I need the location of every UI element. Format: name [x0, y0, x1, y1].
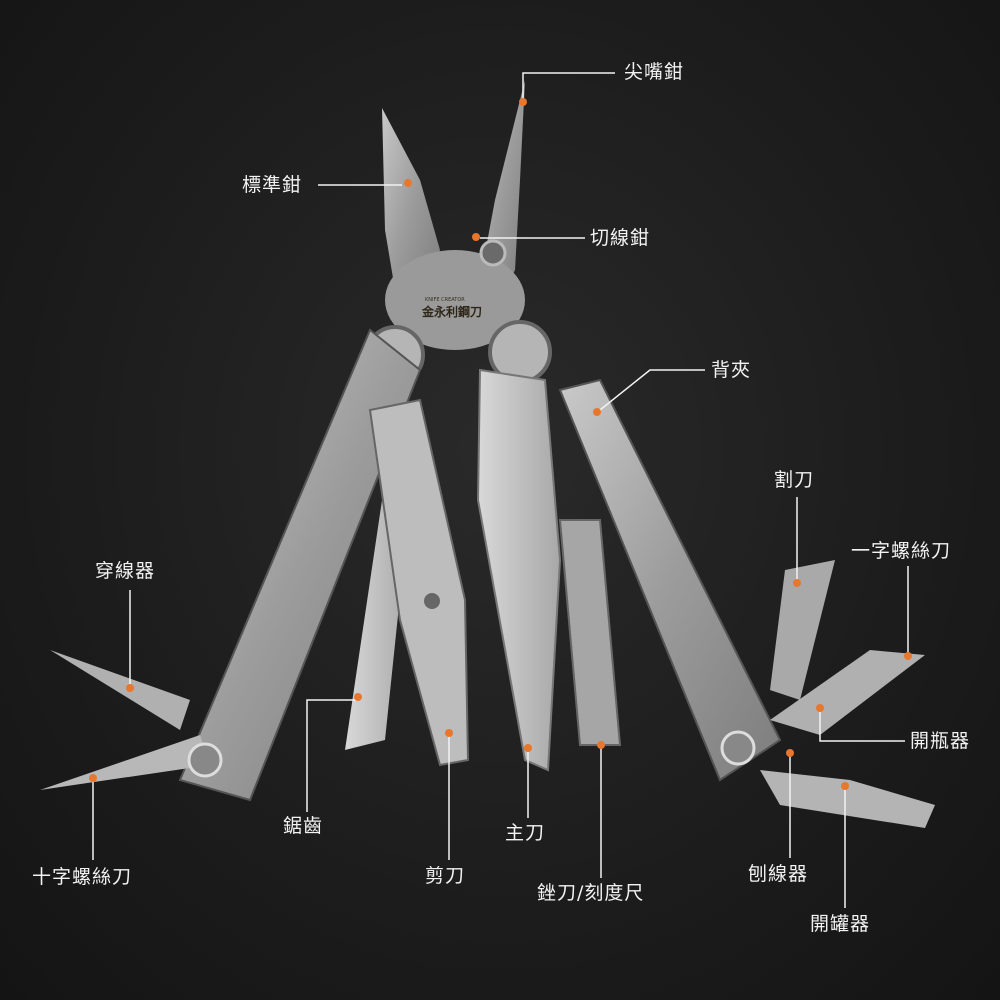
label-needle-nose-pliers: 尖嘴鉗 [624, 61, 685, 83]
label-pocket-clip: 背夾 [711, 359, 752, 381]
pliers-head [385, 250, 525, 350]
phillips-driver [40, 735, 210, 790]
label-standard-pliers: 標準鉗 [242, 174, 303, 196]
file-ruler [558, 519, 622, 746]
standard-pliers-jaw [382, 108, 440, 300]
left-handle-screw [187, 742, 223, 778]
label-scissors: 剪刀 [425, 865, 466, 887]
label-saw: 鋸齒 [283, 815, 324, 837]
can-opener [760, 770, 935, 828]
left-handle [178, 328, 422, 802]
label-wire-cutter: 切線鉗 [590, 227, 651, 249]
logo-brand: 金永利鋼刀 [421, 304, 482, 319]
scissors [368, 398, 470, 767]
right-handle-screw [720, 730, 756, 766]
leader-lines [92, 72, 909, 908]
awl [50, 650, 190, 730]
scissors-screw [424, 593, 440, 609]
label-main-blade: 主刀 [505, 822, 546, 844]
label-file-ruler: 銼刀/刻度尺 [537, 882, 645, 904]
marker-dots [89, 98, 912, 790]
label-can-opener: 開罐器 [810, 913, 871, 935]
flat-screwdriver [770, 650, 925, 735]
label-phillips-screwdriver: 十字螺絲刀 [32, 866, 133, 888]
label-awl: 穿線器 [95, 560, 156, 582]
label-hook-cutter: 割刀 [774, 469, 815, 491]
logo-tagline: KNIFE CREATOR [425, 297, 465, 303]
label-bottle-opener: 開瓶器 [910, 730, 971, 752]
pivot-screw [479, 239, 507, 267]
hook-cutter [770, 560, 835, 700]
label-wire-stripper: 刨線器 [748, 863, 809, 885]
main-blade [476, 368, 562, 772]
right-handle [558, 378, 782, 782]
label-flat-screwdriver: 一字螺絲刀 [851, 540, 952, 562]
